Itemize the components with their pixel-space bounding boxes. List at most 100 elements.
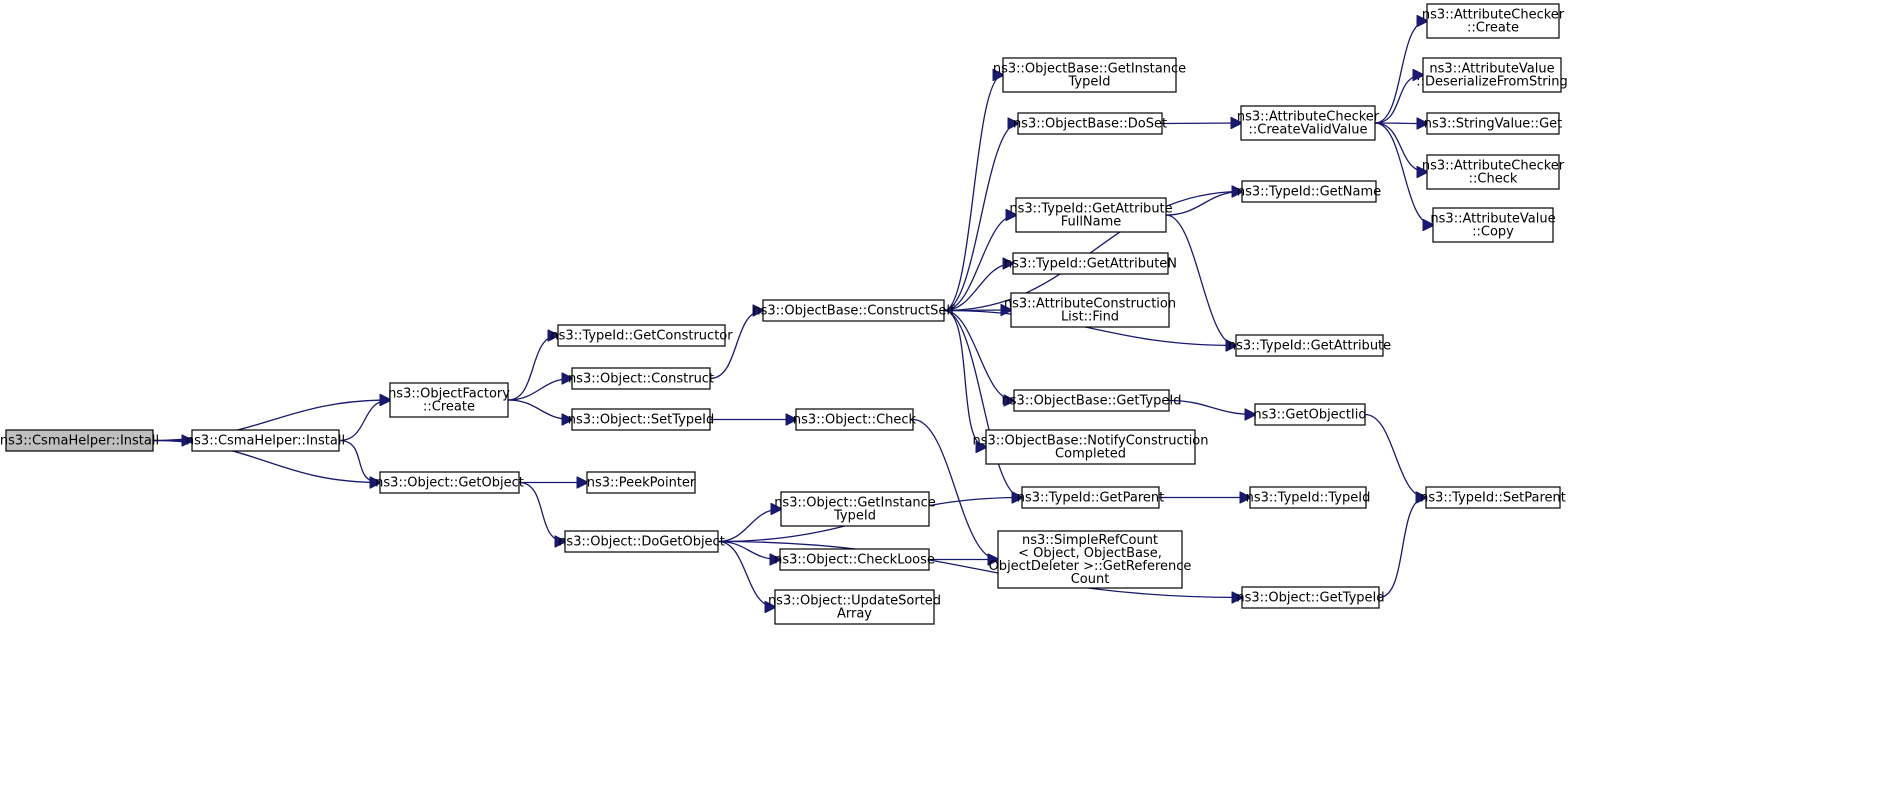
call-edge bbox=[709, 311, 763, 380]
call-edge bbox=[338, 400, 390, 442]
node-label: < Object, ObjectBase, bbox=[1018, 546, 1162, 561]
node-box[interactable] bbox=[780, 491, 930, 527]
node-label: ns3::TypeId::GetAttribute bbox=[1009, 202, 1172, 217]
node-box[interactable] bbox=[985, 429, 1196, 465]
node-box[interactable] bbox=[5, 429, 154, 452]
function-node[interactable]: ns3::TypeId::GetAttribute bbox=[1228, 334, 1391, 357]
function-node[interactable]: ns3::Object::CheckLoose bbox=[774, 548, 935, 571]
function-node[interactable]: ns3::Object::Construct bbox=[568, 367, 714, 390]
function-node[interactable]: ns3::CsmaHelper::Install bbox=[186, 429, 345, 452]
node-box[interactable] bbox=[1010, 292, 1170, 328]
function-node[interactable]: ns3::Object::DoGetObject bbox=[558, 530, 725, 553]
node-box[interactable] bbox=[1241, 180, 1377, 203]
function-node[interactable]: ns3::ObjectBase::GetTypeId bbox=[1002, 389, 1182, 412]
node-label: ::CreateValidValue bbox=[1249, 123, 1368, 138]
node-box[interactable] bbox=[1012, 252, 1169, 275]
function-node[interactable]: ns3::AttributeChecker::CreateValidValue bbox=[1237, 105, 1380, 141]
node-label: ns3::AttributeChecker bbox=[1237, 110, 1380, 125]
function-node[interactable]: ns3::TypeId::GetAttributeN bbox=[1004, 252, 1177, 275]
node-label: TypeId bbox=[1068, 75, 1111, 90]
node-box[interactable] bbox=[1017, 112, 1163, 135]
node-box[interactable] bbox=[1254, 403, 1366, 426]
node-box[interactable] bbox=[795, 408, 914, 431]
node-box[interactable] bbox=[1426, 154, 1560, 190]
node-label: ns3::ObjectBase::GetInstance bbox=[993, 62, 1186, 77]
node-box[interactable] bbox=[557, 324, 726, 347]
node-box[interactable] bbox=[379, 471, 520, 494]
call-edge bbox=[338, 439, 380, 483]
node-box[interactable] bbox=[1002, 57, 1177, 93]
node-box[interactable] bbox=[1422, 57, 1562, 93]
node-label: ns3::TypeId::GetName bbox=[1237, 185, 1381, 200]
call-edge bbox=[507, 379, 572, 401]
node-box[interactable] bbox=[1425, 486, 1561, 509]
node-box[interactable] bbox=[1426, 112, 1560, 135]
call-edge bbox=[152, 439, 380, 483]
node-box[interactable] bbox=[1241, 586, 1380, 609]
function-node[interactable]: ns3::TypeId::GetParent bbox=[1017, 486, 1165, 509]
root-function-node[interactable]: ns3::CsmaHelper::Install bbox=[0, 429, 159, 452]
node-label: ns3::CsmaHelper::Install bbox=[186, 434, 345, 449]
node-box[interactable] bbox=[762, 299, 945, 322]
function-node[interactable]: ns3::Object::SetTypeId bbox=[568, 408, 714, 431]
node-box[interactable] bbox=[571, 367, 711, 390]
function-node[interactable]: ns3::TypeId::TypeId bbox=[1246, 486, 1371, 509]
node-label: ns3::SimpleRefCount bbox=[1022, 533, 1158, 548]
node-box[interactable] bbox=[191, 429, 340, 452]
function-node[interactable]: ns3::ObjectBase::DoSet bbox=[1013, 112, 1167, 135]
node-box[interactable] bbox=[564, 530, 719, 553]
function-node[interactable]: ns3::StringValue::Get bbox=[1424, 112, 1562, 135]
function-node[interactable]: ns3::Object::GetTypeId bbox=[1236, 586, 1385, 609]
node-label: ns3::GetObjectIid bbox=[1253, 408, 1366, 423]
function-node[interactable]: ns3::AttributeChecker::Create bbox=[1422, 3, 1565, 39]
node-label: ::Create bbox=[1467, 21, 1519, 36]
function-node[interactable]: ns3::Object::Check bbox=[793, 408, 917, 431]
node-box[interactable] bbox=[1235, 334, 1384, 357]
node-label: ns3::Object::SetTypeId bbox=[568, 413, 714, 428]
node-label: List::Find bbox=[1061, 310, 1119, 325]
function-node[interactable]: ns3::PeekPointer bbox=[586, 471, 696, 494]
function-node[interactable]: ns3::TypeId::GetName bbox=[1237, 180, 1381, 203]
node-box[interactable] bbox=[389, 382, 509, 418]
node-box[interactable] bbox=[774, 589, 935, 625]
node-box[interactable] bbox=[1240, 105, 1376, 141]
node-label: ::Copy bbox=[1472, 225, 1514, 240]
call-edge bbox=[1374, 123, 1427, 124]
call-edge bbox=[1364, 413, 1426, 498]
node-box[interactable] bbox=[1015, 197, 1167, 233]
node-box[interactable] bbox=[779, 548, 930, 571]
function-node[interactable]: ns3::ObjectBase::ConstructSelf bbox=[752, 299, 955, 322]
node-box[interactable] bbox=[997, 530, 1183, 589]
call-edge bbox=[943, 192, 1242, 312]
node-box[interactable] bbox=[1013, 389, 1170, 412]
function-node[interactable]: ns3::GetObjectIid bbox=[1253, 403, 1367, 426]
function-node[interactable]: ns3::TypeId::SetParent bbox=[1420, 486, 1566, 509]
function-node[interactable]: ns3::SimpleRefCount< Object, ObjectBase,… bbox=[989, 530, 1192, 589]
call-edge bbox=[943, 309, 986, 448]
node-label: ns3::Object::GetObject bbox=[375, 476, 524, 491]
call-edge bbox=[717, 540, 1242, 598]
node-box[interactable] bbox=[1021, 486, 1160, 509]
call-edge bbox=[1165, 214, 1236, 346]
call-edge bbox=[1374, 122, 1427, 172]
function-node[interactable]: ns3::AttributeValue::Copy bbox=[1430, 207, 1556, 243]
function-node[interactable]: ns3::ObjectFactory::Create bbox=[388, 382, 510, 418]
node-box[interactable] bbox=[1432, 207, 1554, 243]
function-node[interactable]: ns3::AttributeChecker::Check bbox=[1422, 154, 1565, 190]
function-node[interactable]: ns3::ObjectBase::NotifyConstructionCompl… bbox=[973, 429, 1209, 465]
node-box[interactable] bbox=[1426, 3, 1560, 39]
node-label: ns3::TypeId::GetParent bbox=[1017, 491, 1165, 506]
node-box[interactable] bbox=[1249, 486, 1367, 509]
function-node[interactable]: ns3::AttributeValue::DeserializeFromStri… bbox=[1416, 57, 1568, 93]
function-node[interactable]: ns3::Object::GetObject bbox=[375, 471, 524, 494]
node-label: ns3::TypeId::GetAttributeN bbox=[1004, 257, 1177, 272]
node-box[interactable] bbox=[571, 408, 711, 431]
function-node[interactable]: ns3::TypeId::GetConstructor bbox=[550, 324, 733, 347]
node-label: ::Check bbox=[1469, 172, 1518, 187]
node-box[interactable] bbox=[586, 471, 696, 494]
